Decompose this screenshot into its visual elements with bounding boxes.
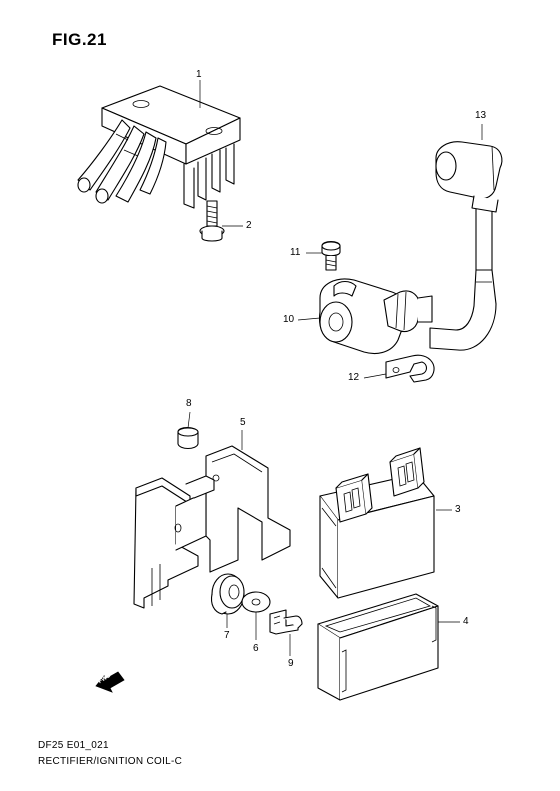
callout-3: 3 (455, 504, 461, 515)
callout-1: 1 (196, 69, 202, 80)
cdi-cover-part (317, 593, 439, 701)
figure-code: DF25 E01_021 (38, 740, 109, 751)
callout-13: 13 (475, 110, 487, 121)
bolt-part-9 (269, 609, 303, 635)
callout-11: 11 (290, 247, 301, 258)
callout-4: 4 (463, 616, 469, 627)
callout-9: 9 (288, 658, 294, 669)
leader-lines (187, 80, 483, 656)
ignition-coil-part (318, 278, 433, 355)
bracket-part (133, 445, 291, 609)
callout-5: 5 (240, 417, 246, 428)
callout-10: 10 (283, 314, 295, 325)
cdi-unit-part (319, 447, 435, 599)
grommet-part (210, 573, 245, 615)
fwd-arrow-icon (95, 671, 125, 693)
figure-title: FIG.21 (52, 30, 107, 49)
callout-6: 6 (253, 643, 259, 654)
callout-12: 12 (348, 372, 360, 383)
washer-part (241, 591, 271, 613)
spark-plug-cap-part (429, 141, 503, 351)
bolt-part-11 (321, 240, 341, 271)
callout-8: 8 (186, 398, 192, 409)
clamp-part (385, 354, 435, 383)
callout-7: 7 (224, 630, 230, 641)
rectifier-part (77, 85, 241, 209)
cap-part (177, 426, 199, 450)
figure-caption: RECTIFIER/IGNITION COIL-C (38, 756, 183, 767)
callout-2: 2 (246, 220, 252, 231)
bolt-part-2 (199, 200, 225, 242)
